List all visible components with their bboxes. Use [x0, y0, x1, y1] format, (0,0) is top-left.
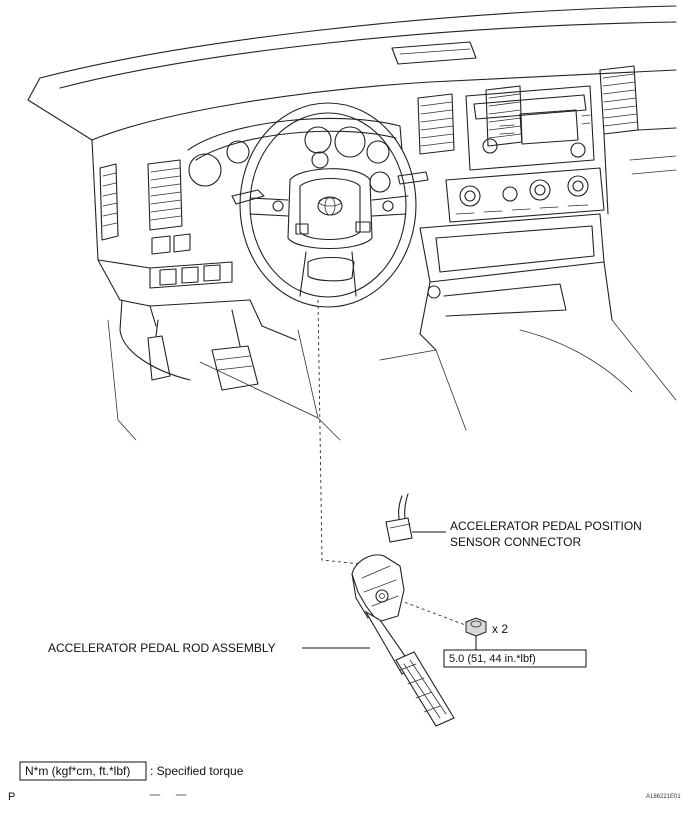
accelerator-pedal-assembly	[351, 554, 455, 727]
sensor-connector-part	[385, 493, 446, 543]
legend-unit-box	[19, 761, 147, 781]
sensor-connector-label-line1: ACCELERATOR PEDAL POSITION	[450, 519, 642, 533]
torque-legend: N*m (kgf*cm, ft.*lbf) : Specified torque	[19, 761, 244, 781]
legend-description: : Specified torque	[150, 764, 244, 778]
steering-wheel	[231, 102, 429, 308]
dashboard-illustration	[27, 5, 677, 441]
sensor-connector-label-line2: SENSOR CONNECTOR	[450, 535, 581, 549]
figure-code: A186221E01	[646, 794, 681, 800]
pedal-rod-assembly-label: ACCELERATOR PEDAL ROD ASSEMBLY	[48, 641, 276, 655]
footer-mark: P	[8, 791, 15, 803]
torque-value-box	[443, 649, 587, 668]
left-air-vent	[99, 159, 183, 241]
legend-unit-text: N*m (kgf*cm, ft.*lbf)	[25, 764, 130, 778]
torque-value: 5.0 (51, 44 in.*lbf)	[449, 653, 536, 665]
quantity-label: x 2	[492, 622, 508, 636]
nut-icon	[465, 617, 487, 637]
